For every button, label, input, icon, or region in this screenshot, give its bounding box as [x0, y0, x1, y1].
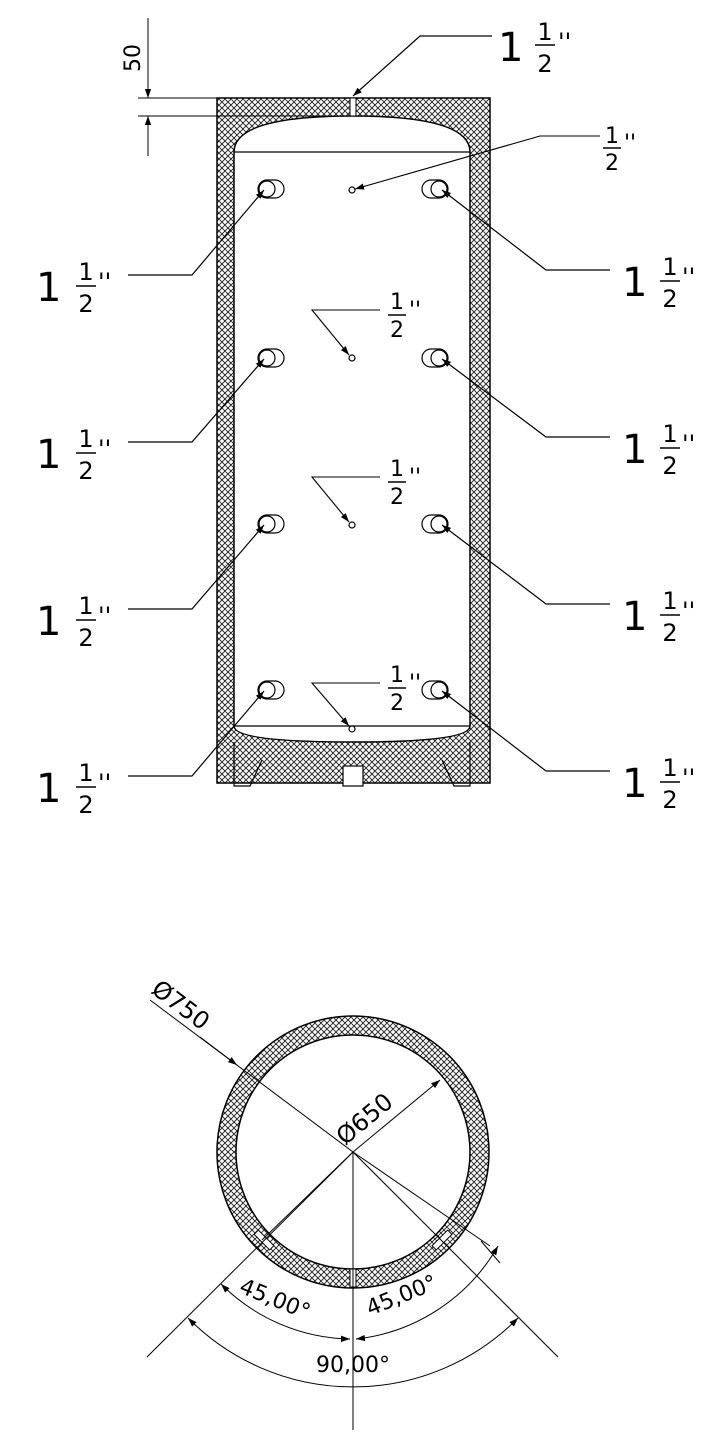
- svg-text:1: 1: [390, 663, 404, 688]
- inner-diameter-leader: [352, 1079, 441, 1153]
- left-port-1: 1 1 2 '': [36, 179, 285, 318]
- svg-text:1: 1: [78, 258, 93, 286]
- svg-text:'': '': [98, 602, 111, 630]
- svg-text:1: 1: [36, 265, 61, 311]
- svg-text:'': '': [98, 769, 111, 797]
- left-port-3: 1 1 2 '': [36, 514, 285, 652]
- plan-ray-right-inner: [352, 1151, 491, 1247]
- svg-text:1: 1: [78, 592, 93, 620]
- svg-text:1: 1: [605, 124, 619, 149]
- sensor-port-1: 1 2 '': [348, 124, 636, 194]
- svg-text:1: 1: [390, 457, 404, 482]
- svg-text:2: 2: [662, 285, 677, 313]
- svg-text:2: 2: [78, 624, 93, 652]
- svg-text:1: 1: [662, 754, 677, 782]
- left-leg: [233, 742, 263, 787]
- svg-text:1: 1: [622, 260, 647, 306]
- tank-elevation: 50 1 1 2 '' 1 2 '' 1 2 '': [36, 18, 695, 819]
- svg-text:1: 1: [36, 766, 61, 812]
- inner-diameter-label: Ø650: [331, 1088, 399, 1151]
- outer-diameter-leader: [149, 999, 354, 1153]
- top-port-gap: [349, 97, 357, 117]
- top-port-mark: '': [558, 28, 571, 56]
- svg-text:'': '': [682, 263, 695, 291]
- svg-text:1: 1: [78, 425, 93, 453]
- svg-text:2: 2: [78, 457, 93, 485]
- svg-text:'': '': [682, 597, 695, 625]
- svg-text:2: 2: [78, 791, 93, 819]
- tank-plan: Ø750 Ø650 45,00° 45,00° 90,00°: [146, 974, 559, 1430]
- svg-text:1: 1: [390, 290, 404, 315]
- svg-text:1: 1: [622, 427, 647, 473]
- svg-text:'': '': [682, 430, 695, 458]
- angle-arc-right: [355, 1245, 499, 1342]
- svg-text:'': '': [409, 465, 421, 490]
- right-port-4: 1 1 2 '': [421, 680, 695, 814]
- sensor-port-3: 1 2 '': [310, 457, 421, 529]
- plan-ray-left-inner: [261, 1151, 354, 1241]
- svg-text:2: 2: [662, 452, 677, 480]
- right-port-3: 1 1 2 '': [421, 514, 695, 647]
- svg-text:1: 1: [622, 594, 647, 640]
- svg-text:'': '': [98, 435, 111, 463]
- plan-ray-left: [146, 1151, 354, 1358]
- left-port-4: 1 1 2 '': [36, 680, 285, 819]
- angle-arc-total: [187, 1317, 519, 1388]
- svg-text:'': '': [682, 764, 695, 792]
- plan-insulation-ring: [216, 1015, 490, 1289]
- svg-text:2: 2: [605, 151, 619, 176]
- svg-text:2: 2: [662, 786, 677, 814]
- svg-text:2: 2: [662, 619, 677, 647]
- top-thickness-label: 50: [121, 44, 146, 72]
- svg-text:2: 2: [390, 485, 404, 510]
- svg-text:1: 1: [36, 599, 61, 645]
- right-port-2: 1 1 2 '': [421, 348, 695, 480]
- angle-total-label: 90,00°: [316, 1353, 390, 1378]
- top-port-num: 1: [537, 18, 552, 46]
- svg-text:'': '': [98, 268, 111, 296]
- left-port-2: 1 1 2 '': [36, 348, 285, 485]
- svg-text:'': '': [409, 671, 421, 696]
- top-port-callout: 1 1 2 '': [352, 18, 571, 97]
- svg-text:'': '': [409, 298, 421, 323]
- svg-text:1: 1: [662, 253, 677, 281]
- insulation-jacket: [216, 97, 491, 784]
- plan-ray-right: [352, 1151, 559, 1358]
- svg-text:2: 2: [390, 318, 404, 343]
- sensor-port-4: 1 2 '': [310, 663, 421, 733]
- top-thickness-dimension: 50: [121, 18, 350, 156]
- right-leg: [441, 742, 471, 787]
- svg-text:1: 1: [662, 587, 677, 615]
- top-port-whole: 1: [498, 25, 523, 71]
- top-port-den: 2: [537, 50, 552, 78]
- right-port-1: 1 1 2 '': [421, 179, 695, 313]
- sensor-port-2: 1 2 '': [310, 290, 421, 362]
- svg-text:1: 1: [36, 432, 61, 478]
- svg-text:1: 1: [622, 761, 647, 807]
- base-outlet: [342, 765, 364, 787]
- angle-left-label: 45,00°: [236, 1274, 314, 1325]
- svg-text:1: 1: [78, 759, 93, 787]
- svg-text:2: 2: [390, 691, 404, 716]
- svg-text:'': '': [624, 131, 636, 156]
- svg-text:2: 2: [78, 290, 93, 318]
- svg-text:1: 1: [662, 420, 677, 448]
